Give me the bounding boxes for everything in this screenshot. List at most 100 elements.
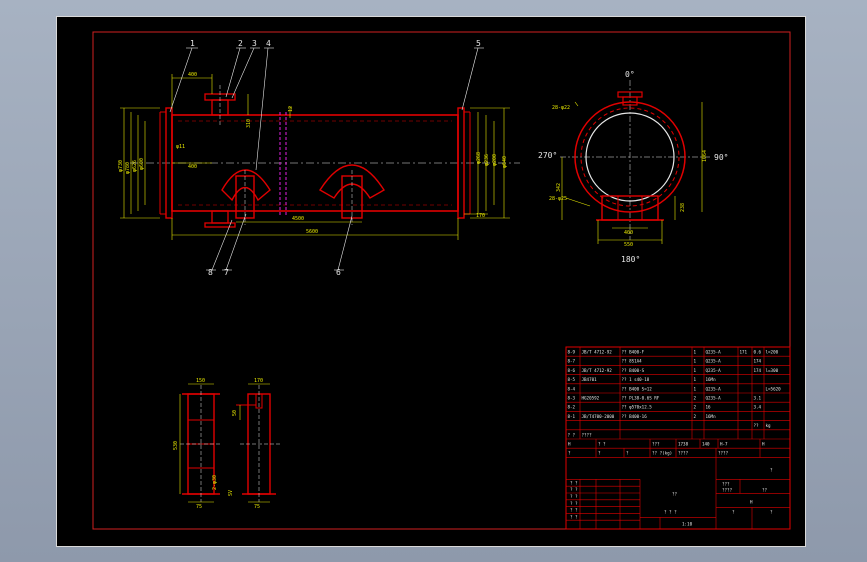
mark-c: ? xyxy=(770,509,773,514)
angle-left: 270° xyxy=(538,151,557,160)
parts-cell: ?? 1 s40-18 xyxy=(622,377,650,382)
parts-cell: 174 xyxy=(754,368,762,373)
parts-cell: ?? B400 S=12 xyxy=(622,386,653,391)
header-cell: H xyxy=(568,442,571,447)
parts-cell: 0.6 xyxy=(754,350,762,355)
dim-left-angle: φ11 xyxy=(176,144,185,150)
parts-cell: 1 xyxy=(694,350,697,355)
parts-cell: 2 xyxy=(694,405,697,410)
dim-left-dia-1: φ730 xyxy=(118,160,124,172)
parts-cell: ?? B400-S xyxy=(622,368,645,373)
title-cell: ? xyxy=(568,451,571,456)
sign-label: ? ? xyxy=(570,501,578,506)
dim-left-dia-3: φ626 xyxy=(132,160,138,172)
dim-right-step: 170 xyxy=(476,213,485,219)
dim-left-lower: 400 xyxy=(188,164,197,170)
balloon-4: 4 xyxy=(266,39,271,48)
parts-cell: 171 xyxy=(740,350,748,355)
header-cell: ? ? xyxy=(598,442,606,447)
saddle-height: 238 xyxy=(680,203,686,212)
title-cell: ???? xyxy=(718,451,729,456)
parts-cell: ???? xyxy=(582,432,593,437)
width-400: 400 xyxy=(624,230,633,236)
title-cell: ???? xyxy=(678,451,689,456)
angle-top: 0° xyxy=(625,70,635,79)
parts-cell: 2 xyxy=(694,414,697,419)
drawing-name: ?? xyxy=(672,491,678,496)
parts-cell: 1 xyxy=(694,368,697,373)
parts-cell: l=300 xyxy=(766,368,779,373)
balloon-2: 2 xyxy=(238,39,243,48)
hole-top: 28-φ22 xyxy=(552,105,570,111)
parts-cell: 1 xyxy=(694,359,697,364)
title-cell: ? xyxy=(626,451,629,456)
parts-cell: 3.4 xyxy=(754,405,762,410)
sign-label: ? ? xyxy=(570,514,578,519)
parts-cell: ?? PL38-0.6S RF xyxy=(622,396,660,401)
parts-cell: L=5620 xyxy=(766,386,782,391)
saddle-left xyxy=(221,169,271,202)
parts-cell: Q235-A xyxy=(706,368,722,373)
parts-cell: 16 xyxy=(706,405,712,410)
parts-cell: 16Mn xyxy=(706,377,717,382)
parts-cell: HG20592 xyxy=(582,396,600,401)
end-view-dims: 28-φ22 28-φ25 342 1064 238 400 550 xyxy=(549,105,708,248)
title-cell: ? xyxy=(598,451,601,456)
height-left: 342 xyxy=(556,183,562,192)
header-cell: H xyxy=(762,442,765,447)
parts-cell: ?? 8S1A4 xyxy=(622,359,643,364)
saddle-w-top: 150 xyxy=(196,378,205,384)
project-name: ? ? ? xyxy=(664,509,677,514)
title-cell: ?? ?(kg) xyxy=(652,451,672,456)
dim-left-pipe: 400 xyxy=(188,72,197,78)
dim-left-dia-4: φ600 xyxy=(139,158,145,170)
parts-cell: 8-1 xyxy=(568,414,576,419)
parts-cell: 8-6 xyxy=(568,368,576,373)
dim-right-dia-3: φ200 xyxy=(492,154,498,166)
dim-top-small: 12 xyxy=(288,106,294,112)
parts-cell: 8-3 xyxy=(568,396,576,401)
parts-cell: 2 xyxy=(694,396,697,401)
parts-cell: Q235-A xyxy=(706,396,722,401)
parts-cell: 3.1 xyxy=(754,396,762,401)
balloon-3: 3 xyxy=(252,39,257,48)
header-cell: H-7 xyxy=(720,442,728,447)
parts-cell: l=200 xyxy=(766,350,779,355)
angle-bottom: 180° xyxy=(621,255,640,264)
balloon-7: 7 xyxy=(224,268,229,277)
balloon-1: 1 xyxy=(190,39,195,48)
parts-cell: 8-4 xyxy=(568,386,576,391)
parts-cell: 8-2 xyxy=(568,405,576,410)
height-right: 1064 xyxy=(702,150,708,162)
saddle-height: 530 xyxy=(173,441,179,450)
dim-nozzle-height: 310 xyxy=(246,119,252,128)
outer-flange-circle xyxy=(574,101,686,213)
shell-dimension-text: 400 310 12 φ730 φ780 φ626 φ600 φ11 400 φ… xyxy=(118,72,508,235)
balloon-6: 6 xyxy=(336,268,341,277)
saddle-dim-small: 50 xyxy=(232,410,238,416)
parts-cell: ?? B400-16 xyxy=(622,414,648,419)
parts-cell: 1 xyxy=(694,377,697,382)
dim-inner-length: 4500 xyxy=(292,216,304,222)
saddle-base-3: SV xyxy=(228,490,234,496)
end-view-text: 0° 90° 270° 180° xyxy=(538,70,728,264)
dim-right-dia-1: φ268 xyxy=(476,152,482,164)
dim-right-dia-4: φ640 xyxy=(502,156,508,168)
mark-b: ? xyxy=(732,509,735,514)
parts-cell: Q235-A xyxy=(706,350,722,355)
shell-front-view xyxy=(120,47,520,271)
sign-label: ? ? xyxy=(570,487,578,492)
drawing-sheet xyxy=(56,16,806,547)
header-cell: 1738 xyxy=(678,442,689,447)
balloon-5: 5 xyxy=(476,39,481,48)
parts-cell: ?? B400-F xyxy=(622,350,645,355)
end-view xyxy=(560,80,712,244)
parts-cell: ?? φ570x12.5 xyxy=(622,405,653,410)
parts-cell: 8-5 xyxy=(568,377,576,382)
header-cell: 140 xyxy=(702,442,710,447)
inner-bore-circle xyxy=(585,112,675,202)
dim-total-length: 5600 xyxy=(306,229,318,235)
parts-cell: JB/T 4712-92 xyxy=(582,368,613,373)
sheet-no: ? xyxy=(770,467,773,472)
